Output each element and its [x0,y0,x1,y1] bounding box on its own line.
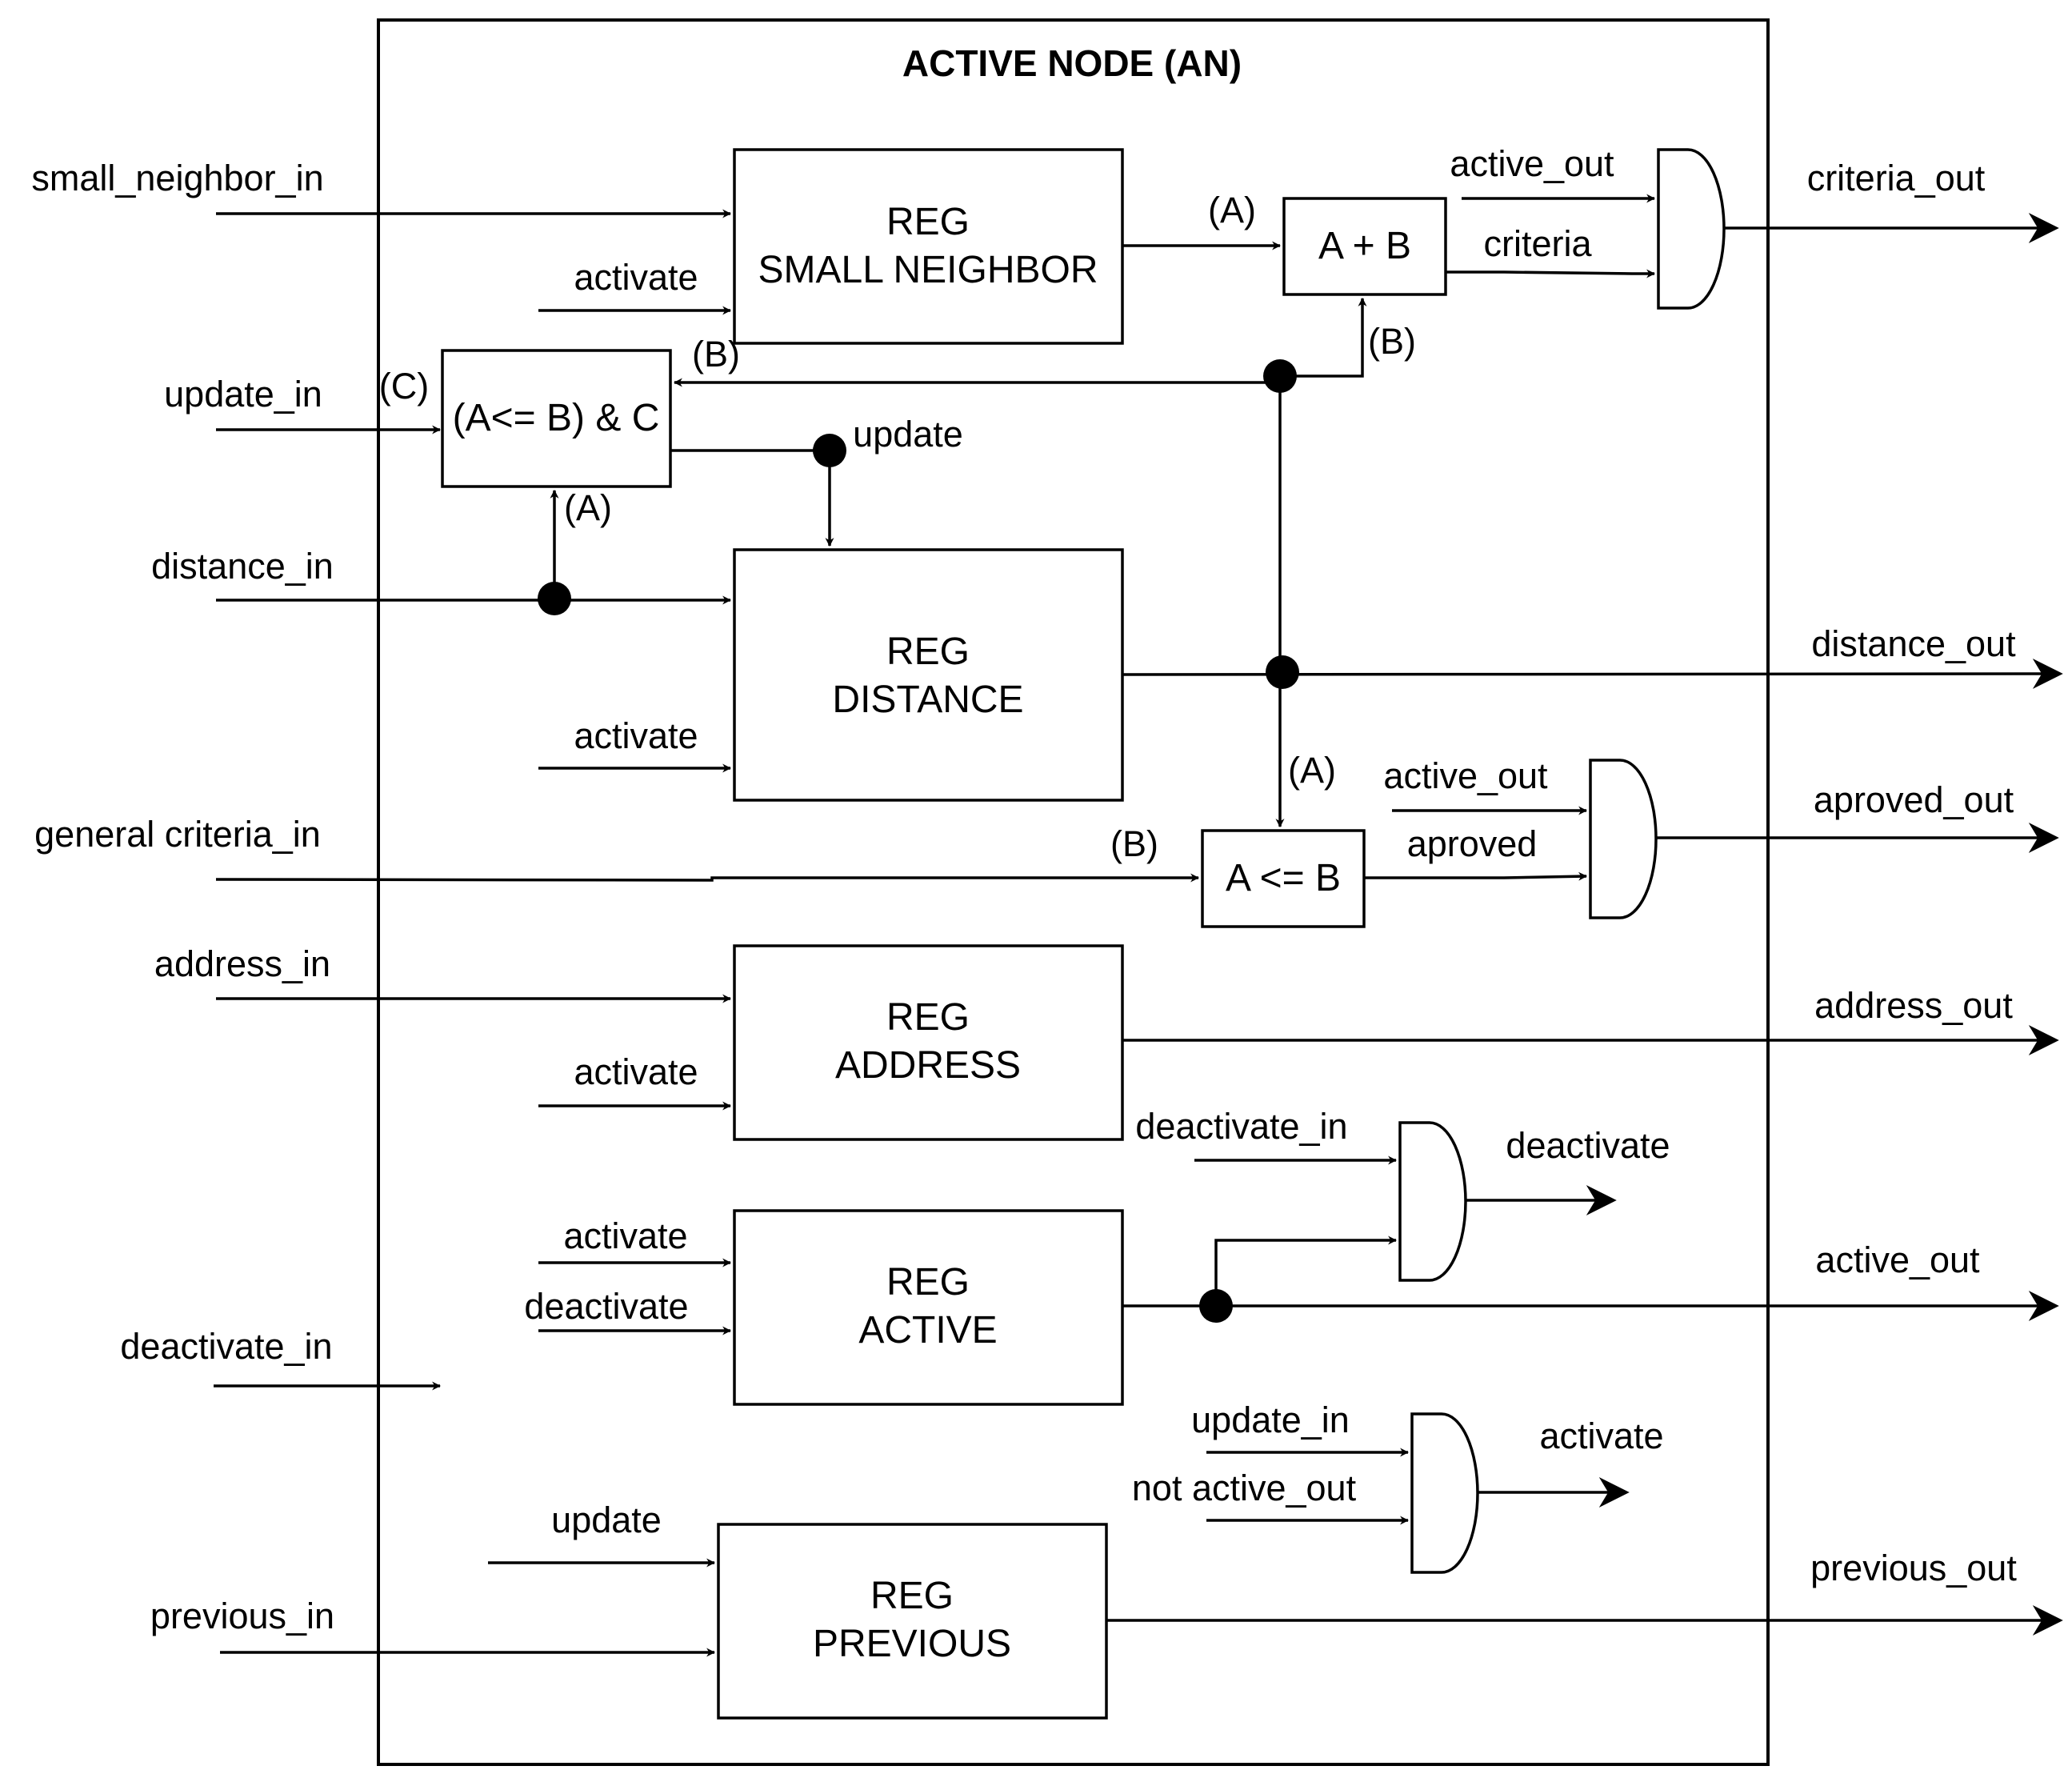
label-deactivate-in: deactivate_in [120,1326,332,1367]
label-deactivate-active: deactivate [524,1286,688,1327]
svg-text:A + B: A + B [1318,225,1411,267]
and-gate-criteria [1657,148,1726,310]
junction-dots [538,359,1299,1323]
svg-text:ACTIVE: ACTIVE [858,1309,997,1352]
label-address-out: address_out [1814,985,2013,1026]
svg-text:PREVIOUS: PREVIOUS [813,1623,1011,1665]
svg-text:ADDRESS: ADDRESS [835,1044,1021,1087]
label-update-in-gate: update_in [1191,1400,1350,1440]
label-deactivate-out: deactivate [1506,1125,1670,1166]
diagram-title: ACTIVE NODE (AN) [902,42,1242,84]
label-distance-out: distance_out [1811,623,2016,664]
svg-text:SMALL NEIGHBOR: SMALL NEIGHBOR [758,249,1098,291]
label-small-neighbor-in: small_neighbor_in [31,158,323,198]
and-gate-aproved [1589,759,1658,919]
label-activate-addr: activate [574,1051,698,1092]
port-a-comparator: (A) [1288,750,1336,791]
reg-distance-block: REG DISTANCE [733,548,1124,802]
and-gate-activate [1410,1412,1479,1574]
label-activate-active: activate [563,1215,687,1256]
and-gate-deactivate [1398,1121,1467,1282]
label-active-out-gate1: active_out [1450,143,1614,184]
svg-text:REG: REG [886,201,970,243]
svg-text:REG: REG [870,1575,954,1617]
label-aproved: aproved [1407,823,1538,864]
label-update-node: update [853,414,963,455]
label-activate-sn: activate [574,257,698,298]
label-distance-in: distance_in [151,546,334,587]
comparator-block: A <= B [1201,829,1366,928]
reg-active-block: REG ACTIVE [733,1209,1124,1406]
label-active-out: active_out [1815,1239,1980,1280]
port-a-adder: (A) [1208,190,1256,230]
port-b-comparator: (B) [1110,823,1158,864]
label-activate-dist: activate [574,715,698,756]
output-labels: criteria_out distance_out aproved_out ad… [1807,158,2018,1588]
label-update-prev: update [551,1500,662,1540]
label-aproved-out: aproved_out [1814,779,2014,820]
reg-previous-block: REG PREVIOUS [717,1523,1108,1720]
svg-text:DISTANCE: DISTANCE [832,679,1023,721]
input-wires [214,209,1200,1657]
input-labels: small_neighbor_in update_in distance_in … [31,158,334,1636]
label-not-active-out: not active_out [1132,1468,1357,1508]
svg-text:REG: REG [886,1261,970,1303]
port-labels: (A) (B) (B) (C) (A) (A) (B) [379,190,1416,864]
label-general-criteria-in: general criteria_in [34,814,321,855]
compare-update-block: (A<= B) & C [441,349,672,488]
label-deactivate-in-gate: deactivate_in [1135,1106,1347,1147]
label-address-in: address_in [154,943,330,984]
port-b-cmp-update: (B) [692,334,740,374]
label-criteria-out: criteria_out [1807,158,1986,198]
reg-small-neighbor-block: REG SMALL NEIGHBOR [733,148,1124,345]
label-update-in: update_in [164,374,322,414]
active-node-frame [377,18,1770,1766]
reg-address-block: REG ADDRESS [733,944,1124,1141]
control-wires [488,306,732,1568]
label-active-out-gate2: active_out [1383,755,1548,796]
label-previous-out: previous_out [1810,1548,2017,1588]
svg-text:REG: REG [886,996,970,1039]
port-c-cmp-update: (C) [379,366,429,406]
svg-text:REG: REG [886,631,970,673]
svg-text:(A<= B) & C: (A<= B) & C [453,397,660,439]
label-previous-in: previous_in [150,1596,334,1636]
adder-block: A + B [1282,197,1447,296]
label-activate-out: activate [1539,1416,1663,1456]
signal-labels: activate activate activate activate deac… [524,143,1670,1540]
port-b-adder: (B) [1368,321,1416,362]
svg-text:A <= B: A <= B [1226,857,1341,899]
port-a-cmp-update: (A) [564,487,612,528]
label-criteria: criteria [1483,223,1592,264]
